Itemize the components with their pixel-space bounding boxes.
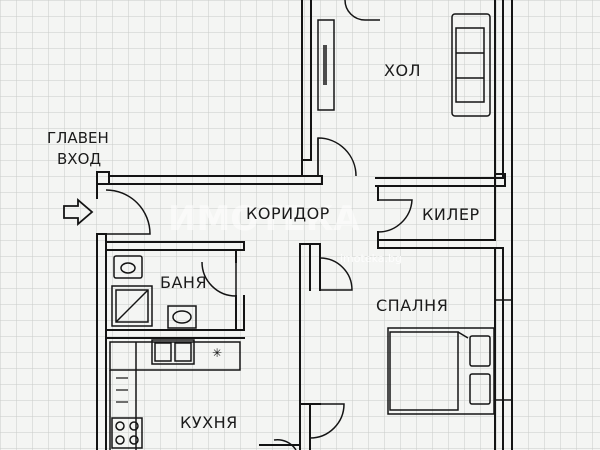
watermark: ИМОТЕКА imoteka.bg: [168, 199, 402, 265]
door-top: [344, 0, 380, 21]
room-label-bedroom: СПАЛНЯ: [376, 296, 448, 315]
asterisk-icon: ✳: [212, 346, 222, 360]
room-label-bathroom: БАНЯ: [160, 273, 207, 292]
shower-icon: [111, 285, 153, 327]
door-living: [317, 137, 357, 177]
watermark-logo: ИМОТЕКА: [168, 199, 360, 239]
wardrobe: [317, 19, 335, 111]
sofa-icon: [451, 13, 491, 117]
door-closet: [377, 199, 413, 233]
room-label-closet: КИЛЕР: [422, 205, 480, 224]
door-bathroom: [201, 261, 237, 297]
entrance-label-line1: ГЛАВЕН: [47, 129, 109, 147]
sink-icon: [167, 305, 197, 329]
entrance-arrow-icon: [63, 198, 94, 226]
watermark-site: imoteka.bg: [340, 252, 402, 265]
room-label-living: ХОЛ: [384, 61, 421, 80]
room-label-kitchen: КУХНЯ: [180, 413, 238, 432]
stove-icon: [111, 417, 143, 449]
svg-text:✳: ✳: [212, 346, 222, 360]
door-kitchen: [309, 403, 345, 439]
door-kitchen-bottom: [273, 438, 297, 450]
kitchen-counter: [109, 341, 241, 450]
door-bedroom: [319, 257, 353, 291]
kitchen-drawers: [116, 377, 128, 403]
toilet-icon: [113, 255, 143, 279]
doors: [105, 0, 413, 450]
double-sink-icon: [151, 339, 195, 365]
bed-icon: [387, 327, 495, 415]
entrance-label-line2: ВХОД: [57, 150, 101, 168]
walls: [96, 0, 513, 450]
door-entrance: [105, 189, 151, 235]
room-label-corridor: КОРИДОР: [246, 204, 330, 223]
